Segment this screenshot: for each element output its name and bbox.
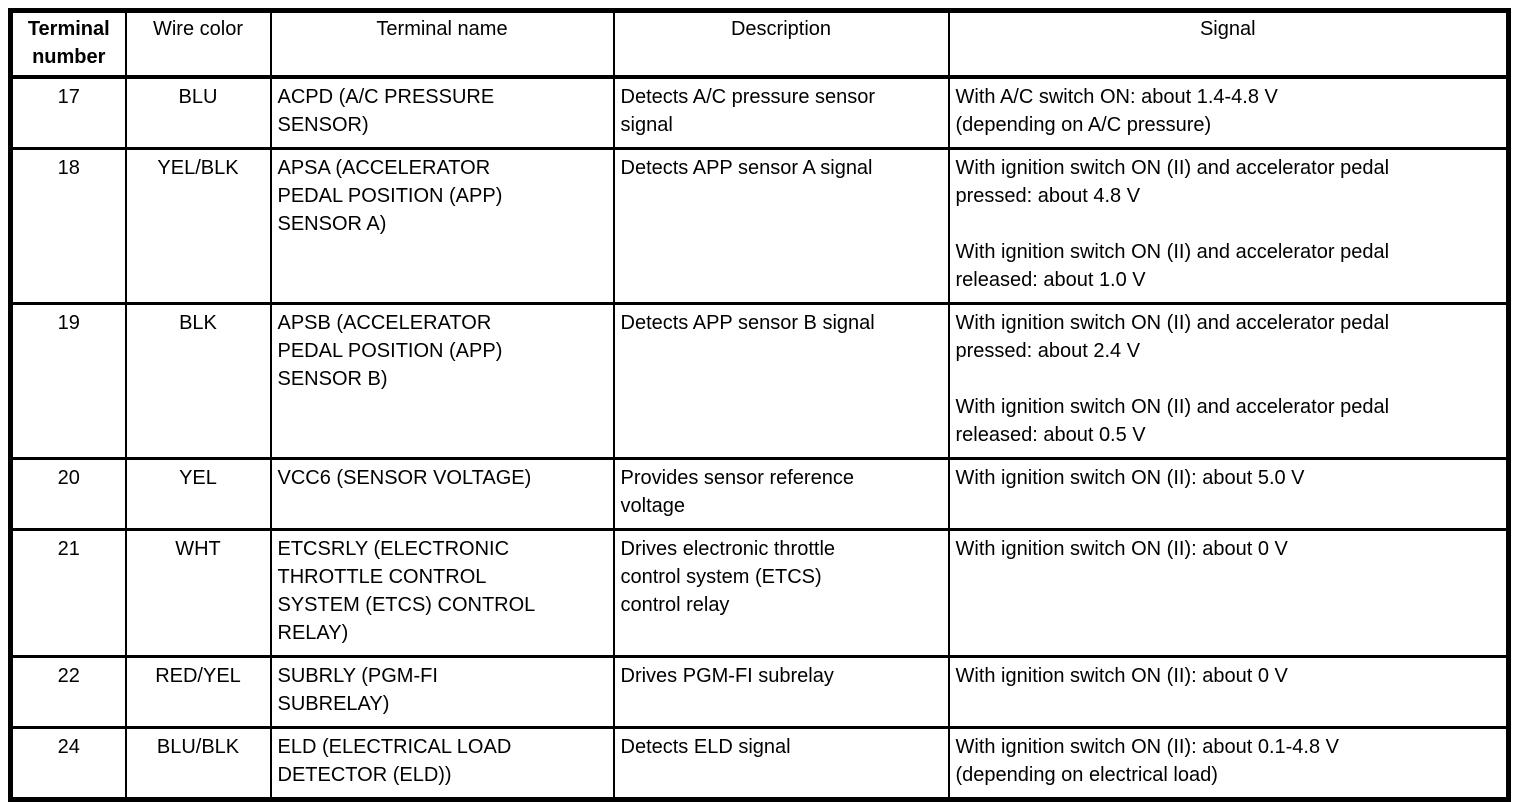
cell-terminal-name: VCC6 (SENSOR VOLTAGE) [269, 457, 615, 531]
cell-terminal-name: SUBRLY (PGM-FI SUBRELAY) [269, 655, 615, 729]
header-terminal-name: Terminal name [269, 9, 615, 79]
table-row: 24 BLU/BLK ELD (ELECTRICAL LOAD DETECTOR… [9, 726, 1510, 801]
cell-terminal-name: ELD (ELECTRICAL LOAD DETECTOR (ELD)) [269, 726, 615, 801]
cell-description: Detects A/C pressure sensor signal [612, 75, 950, 150]
ecm-terminal-table: Terminal number Wire color Terminal name… [8, 8, 1511, 802]
terminal-table-container: Terminal number Wire color Terminal name… [8, 8, 1511, 802]
table-row: 22 RED/YEL SUBRLY (PGM-FI SUBRELAY) Driv… [9, 655, 1510, 729]
table-row: 19 BLK APSB (ACCELERATOR PEDAL POSITION … [9, 302, 1510, 460]
cell-description: Drives electronic throttle control syste… [612, 528, 950, 658]
cell-wire-color: YEL/BLK [124, 147, 272, 305]
table-row: 20 YEL VCC6 (SENSOR VOLTAGE) Provides se… [9, 457, 1510, 531]
cell-signal: With ignition switch ON (II): about 0 V [947, 655, 1510, 729]
cell-wire-color: BLK [124, 302, 272, 460]
cell-signal: With ignition switch ON (II): about 5.0 … [947, 457, 1510, 531]
cell-description: Detects ELD signal [612, 726, 950, 801]
header-signal: Signal [947, 9, 1510, 79]
cell-terminal-number: 22 [9, 655, 127, 729]
header-terminal-number: Terminal number [9, 9, 127, 79]
table-body: 17 BLU ACPD (A/C PRESSURE SENSOR) Detect… [9, 75, 1510, 801]
cell-description: Provides sensor reference voltage [612, 457, 950, 531]
cell-signal: With ignition switch ON (II) and acceler… [947, 147, 1510, 305]
header-row: Terminal number Wire color Terminal name… [9, 9, 1510, 79]
table-row: 17 BLU ACPD (A/C PRESSURE SENSOR) Detect… [9, 75, 1510, 150]
cell-wire-color: WHT [124, 528, 272, 658]
cell-description: Drives PGM-FI subrelay [612, 655, 950, 729]
cell-signal: With ignition switch ON (II): about 0.1-… [947, 726, 1510, 801]
cell-terminal-name: ETCSRLY (ELECTRONIC THROTTLE CONTROL SYS… [269, 528, 615, 658]
cell-terminal-number: 19 [9, 302, 127, 460]
cell-signal: With ignition switch ON (II) and acceler… [947, 302, 1510, 460]
cell-wire-color: RED/YEL [124, 655, 272, 729]
cell-terminal-number: 24 [9, 726, 127, 801]
cell-wire-color: BLU [124, 75, 272, 150]
header-description: Description [612, 9, 950, 79]
cell-signal: With ignition switch ON (II): about 0 V [947, 528, 1510, 658]
cell-signal: With A/C switch ON: about 1.4-4.8 V (dep… [947, 75, 1510, 150]
cell-terminal-number: 18 [9, 147, 127, 305]
cell-terminal-name: APSA (ACCELERATOR PEDAL POSITION (APP) S… [269, 147, 615, 305]
cell-terminal-number: 20 [9, 457, 127, 531]
table-row: 21 WHT ETCSRLY (ELECTRONIC THROTTLE CONT… [9, 528, 1510, 658]
table-row: 18 YEL/BLK APSA (ACCELERATOR PEDAL POSIT… [9, 147, 1510, 305]
cell-terminal-name: ACPD (A/C PRESSURE SENSOR) [269, 75, 615, 150]
header-wire-color: Wire color [124, 9, 272, 79]
cell-terminal-name: APSB (ACCELERATOR PEDAL POSITION (APP) S… [269, 302, 615, 460]
cell-wire-color: BLU/BLK [124, 726, 272, 801]
cell-terminal-number: 17 [9, 75, 127, 150]
cell-wire-color: YEL [124, 457, 272, 531]
cell-description: Detects APP sensor B signal [612, 302, 950, 460]
cell-terminal-number: 21 [9, 528, 127, 658]
cell-description: Detects APP sensor A signal [612, 147, 950, 305]
